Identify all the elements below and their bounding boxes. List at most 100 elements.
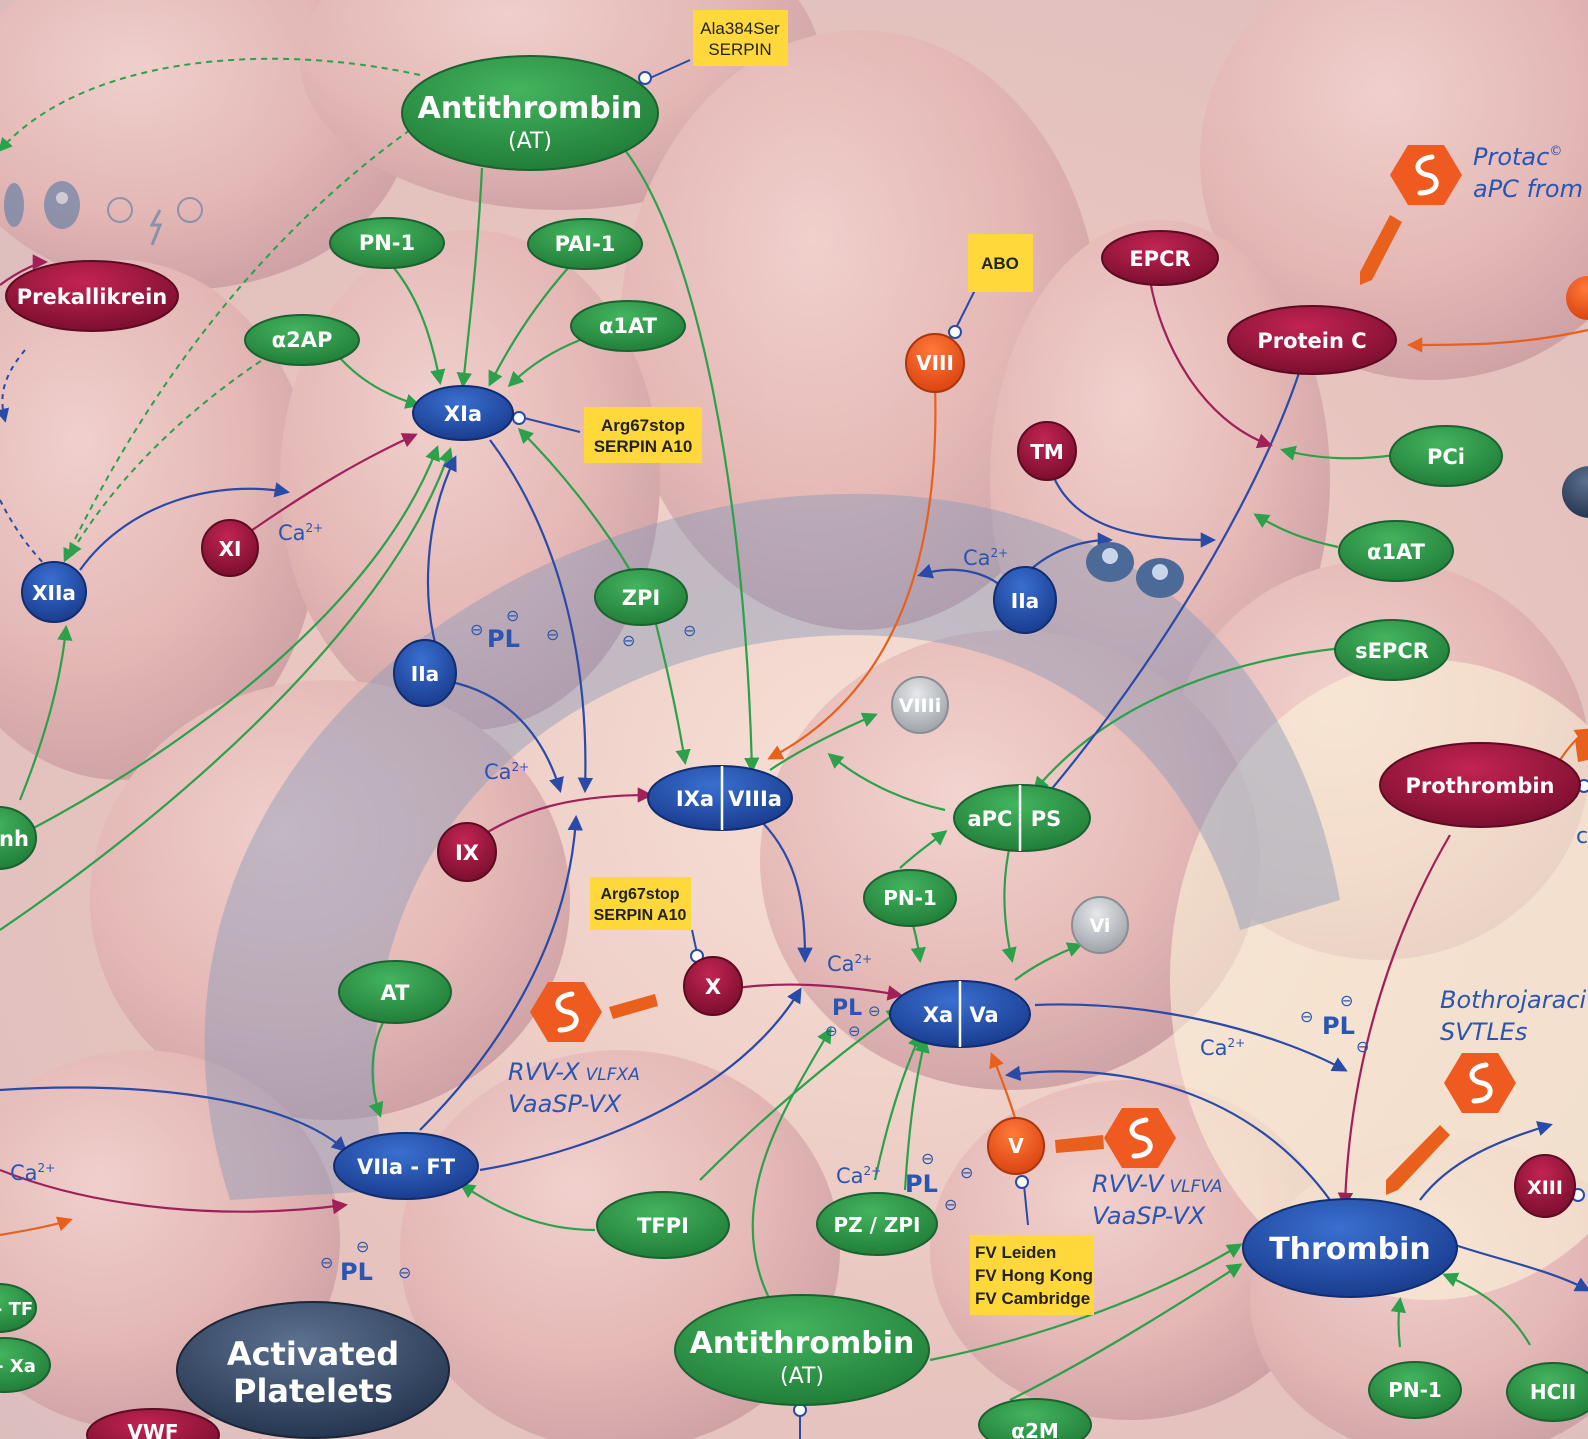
node-viii[interactable]: VIII	[905, 333, 965, 393]
minus-sign: ⊖	[356, 1237, 369, 1256]
node-pz-zpi[interactable]: PZ / ZPI	[816, 1192, 938, 1256]
node-label-line2: Platelets	[233, 1372, 393, 1410]
node-pn1-bottom[interactable]: PN-1	[1368, 1361, 1462, 1419]
note-line1: ABO	[981, 254, 1019, 273]
node-antithrombin-bottom[interactable]: Antithrombin (AT)	[674, 1294, 930, 1406]
node-prothrombin[interactable]: Prothrombin	[1379, 742, 1581, 828]
bothro-line1: Bothrojaraci	[1440, 986, 1586, 1014]
minus-sign: ⊖	[546, 625, 559, 644]
node-viia-ft[interactable]: VIIa - FT	[333, 1132, 479, 1200]
node-label: ZPI	[622, 586, 660, 610]
node-label-line1: Activated	[227, 1335, 399, 1373]
node-v[interactable]: V	[987, 1117, 1045, 1175]
rvvx-line1: RVV-X	[508, 1058, 580, 1086]
node-a1at-right[interactable]: α1AT	[1338, 520, 1454, 582]
node-vi[interactable]: Vi	[1071, 896, 1129, 954]
minus-sign: ⊖	[506, 606, 519, 625]
node-epcr[interactable]: EPCR	[1101, 230, 1219, 286]
node-tf-partial[interactable]: - TF	[0, 1283, 37, 1333]
node-protein-c[interactable]: Protein C	[1227, 305, 1397, 375]
node-xia[interactable]: XIa	[412, 385, 514, 441]
node-x[interactable]: X	[683, 956, 743, 1016]
node-antithrombin-top[interactable]: Antithrombin (AT)	[401, 55, 659, 171]
node-thrombin[interactable]: Thrombin	[1242, 1198, 1458, 1298]
label-protac: Protac© aPC from	[1473, 143, 1583, 203]
node-ix[interactable]: IX	[437, 822, 497, 882]
node-viiii[interactable]: VIIIi	[891, 676, 949, 734]
node-label: XIIa	[32, 581, 76, 605]
protac-sup: ©	[1549, 144, 1562, 159]
ca-label: Ca2+	[963, 546, 1008, 570]
note-line1: Ala384Ser	[700, 19, 780, 38]
snake-venom-icon	[1390, 145, 1462, 205]
node-label: PN-1	[359, 231, 415, 255]
blue-dashed-connectors	[0, 349, 56, 576]
node-label: Protein C	[1257, 329, 1366, 353]
note-fv-variants: FV Leiden FV Hong Kong FV Cambridge	[970, 1235, 1094, 1315]
svg-text:Protac©: Protac©	[1473, 143, 1562, 171]
node-at[interactable]: AT	[338, 960, 452, 1024]
node-hcii[interactable]: HCII	[1506, 1362, 1588, 1422]
node-tfpi[interactable]: TFPI	[596, 1191, 730, 1259]
note-line2: SERPIN A10	[594, 437, 693, 456]
node-pn1-mid[interactable]: PN-1	[863, 869, 957, 927]
note-abo: ABO	[968, 234, 1033, 292]
node-sepcr[interactable]: sEPCR	[1334, 619, 1450, 681]
node-label: XIII	[1527, 1177, 1563, 1199]
node-nh-partial[interactable]: nh	[0, 806, 37, 870]
node-a1at-top[interactable]: α1AT	[570, 300, 686, 352]
node-prekallikrein[interactable]: Prekallikrein	[5, 260, 179, 332]
node-iia-left[interactable]: IIa	[393, 639, 457, 707]
node-pci[interactable]: PCi	[1389, 425, 1503, 487]
node-a2m[interactable]: α2M	[978, 1398, 1092, 1439]
node-label-va: Va	[969, 1003, 998, 1027]
node-activated-platelets[interactable]: Activated Platelets	[176, 1301, 450, 1439]
minus-sign: ⊖	[398, 1263, 411, 1282]
note-arg67stop-mid: Arg67stop SERPIN A10	[590, 877, 691, 930]
node-label: TFPI	[637, 1214, 689, 1238]
node-tm[interactable]: TM	[1017, 421, 1077, 481]
node-vwf[interactable]: VWF	[86, 1408, 220, 1439]
node-ixa-viiia[interactable]: IXa VIIIa	[647, 765, 793, 831]
node-label: VIII	[916, 351, 954, 375]
grey-ring-band	[204, 493, 1341, 1201]
protac-line2: aPC from	[1473, 175, 1583, 203]
node-label: nh	[0, 827, 29, 851]
node-label: TM	[1030, 440, 1064, 464]
node-xiii[interactable]: XIII	[1514, 1154, 1576, 1218]
protac-line1: Protac	[1473, 143, 1549, 171]
ca-label: Ca2+	[484, 760, 529, 784]
node-partial-right-top[interactable]	[1566, 276, 1588, 320]
minus-sign: ⊖	[944, 1195, 957, 1214]
node-xa-partial[interactable]: - Xa	[0, 1337, 51, 1393]
node-label: Prothrombin	[1405, 774, 1554, 798]
phospholipid-labels: PL ⊖ ⊖ ⊖ ⊖ ⊖ PL ⊖ ⊖ ⊖ PL ⊖ ⊖ ⊖ PL ⊖ ⊖ ⊖ …	[320, 606, 1588, 1286]
minus-sign: ⊖	[1300, 1007, 1313, 1026]
node-label: α1AT	[599, 314, 658, 338]
node-zpi[interactable]: ZPI	[594, 568, 688, 626]
node-apc-ps[interactable]: aPC PS	[953, 784, 1091, 852]
node-pn1-top[interactable]: PN-1	[329, 217, 445, 269]
crimson-connectors	[0, 254, 1451, 1215]
node-label: EPCR	[1129, 247, 1190, 271]
node-label: X	[705, 975, 721, 999]
note-line1: Arg67stop	[600, 886, 679, 903]
node-iia-right[interactable]: IIa	[993, 566, 1057, 634]
node-xiia[interactable]: XIIa	[21, 561, 87, 623]
node-pai1[interactable]: PAI-1	[527, 218, 643, 270]
node-label-xa: Xa	[923, 1003, 953, 1027]
node-label: PZ / ZPI	[834, 1213, 921, 1237]
minus-sign: ⊖	[683, 621, 696, 640]
minus-sign: ⊖	[921, 1149, 934, 1168]
snake-venom-icon	[1104, 1108, 1176, 1168]
orange-pointer-arrows	[609, 215, 1588, 1195]
node-xi[interactable]: XI	[201, 519, 259, 577]
platelet-cluster-icon-mid	[1086, 542, 1184, 598]
node-a2ap[interactable]: α2AP	[244, 314, 360, 366]
node-label: VWF	[127, 1420, 178, 1439]
node-xa-va[interactable]: Xa Va	[889, 980, 1031, 1048]
node-label: VIIIi	[899, 695, 941, 717]
node-partial-right-mid[interactable]	[1562, 466, 1588, 518]
